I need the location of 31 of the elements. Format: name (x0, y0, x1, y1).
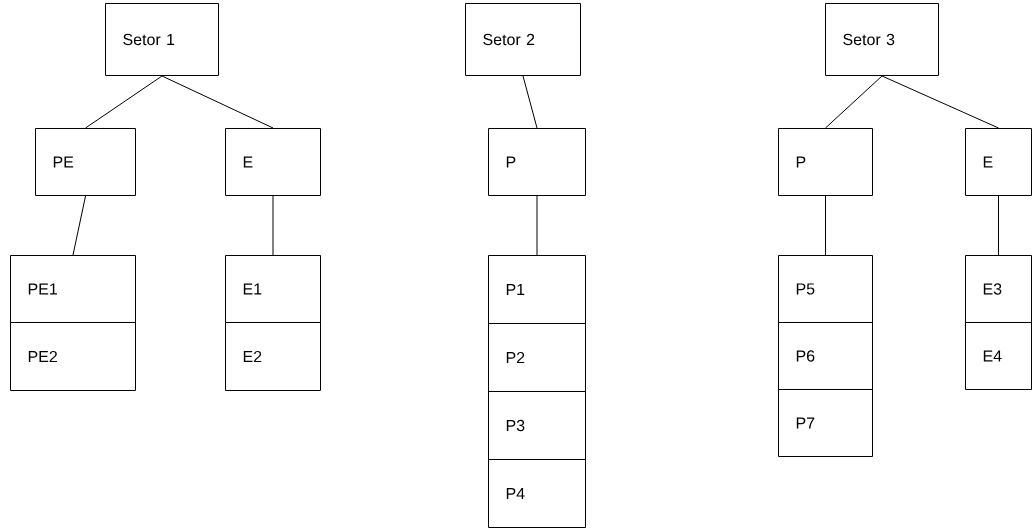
box: P3 (488, 391, 586, 460)
box: Setor 1 (105, 3, 219, 76)
connector-line (825, 75, 883, 129)
box: E3 (965, 255, 1032, 323)
connector-line (272, 195, 274, 256)
connector-line (881, 75, 999, 129)
connector-line (998, 195, 999, 256)
box: E1 (225, 255, 321, 323)
box: P2 (488, 323, 586, 392)
box: E2 (225, 322, 321, 391)
box: P1 (488, 255, 586, 324)
box: P (778, 128, 873, 196)
box: P4 (488, 459, 586, 528)
connector-line (522, 75, 538, 129)
connector-line (825, 195, 826, 256)
box: E (965, 128, 1032, 196)
box: Setor 2 (465, 3, 581, 76)
box: P7 (778, 389, 873, 457)
box: PE (35, 128, 136, 196)
box: E4 (965, 322, 1032, 390)
connector-line (85, 75, 163, 129)
box: P (488, 128, 586, 196)
box: Setor 3 (825, 3, 939, 76)
box: PE1 (10, 255, 136, 323)
box: E (225, 128, 321, 196)
connector-line (161, 75, 274, 129)
connector-line (72, 195, 86, 256)
connector-line (536, 195, 538, 256)
box: P5 (778, 255, 873, 323)
box: PE2 (10, 322, 136, 391)
box: P6 (778, 322, 873, 390)
